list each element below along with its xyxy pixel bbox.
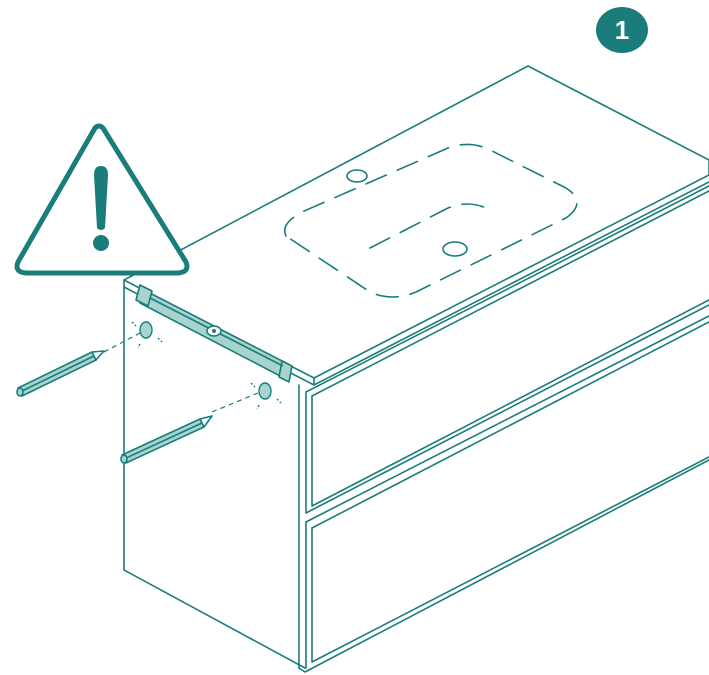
pencil-icon bbox=[121, 416, 212, 463]
drill-mark-icon bbox=[251, 383, 281, 409]
pencil-icon bbox=[17, 351, 104, 396]
step-number-badge: 1 bbox=[596, 7, 648, 53]
step-number: 1 bbox=[615, 17, 629, 43]
warning-triangle-icon bbox=[17, 126, 187, 273]
